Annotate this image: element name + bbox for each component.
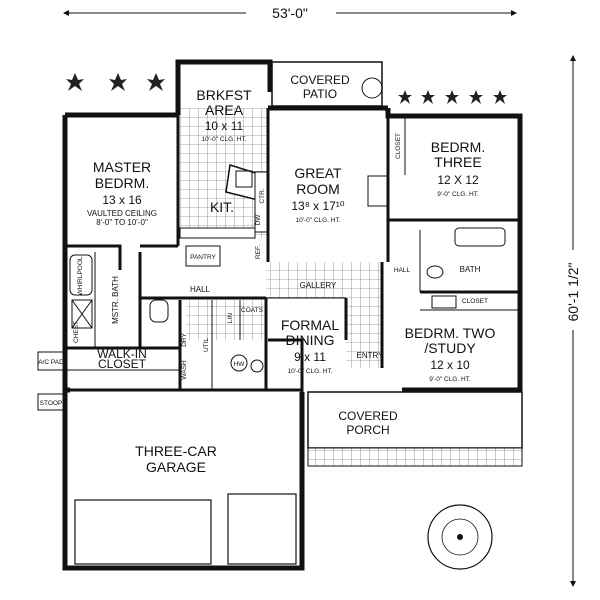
bedroom-two-name-1: BEDRM. TWO — [405, 325, 496, 341]
bedroom-three-size: 12 X 12 — [437, 173, 479, 187]
covered-patio — [271, 61, 383, 107]
hw-label: HW — [234, 361, 246, 368]
bedroom-three-labels: BEDRM. THREE 12 X 12 9'-0" CLG. HT. — [431, 139, 485, 198]
covered-porch — [307, 391, 523, 467]
entry-tile — [346, 298, 382, 368]
kitchen-fixtures — [179, 164, 268, 239]
util-label: UTIL — [203, 338, 210, 352]
patio-plant-icon — [361, 77, 383, 99]
garage-name-1: THREE-CAR — [135, 443, 217, 459]
ref-label: REF. — [255, 245, 262, 259]
kitchen-label: KIT. — [210, 199, 234, 215]
garage-doors — [74, 493, 297, 565]
bedroom-two-size: 12 x 10 — [430, 358, 470, 372]
width-label: 53'-0" — [272, 5, 308, 21]
master-bedroom-name-1: MASTER — [93, 159, 151, 175]
laundry-tile — [186, 300, 266, 340]
formal-dining-labels: FORMAL DINING 9 x 11 10'-0" CLG. HT. — [281, 317, 340, 375]
entry-label: ENTRY — [357, 351, 385, 360]
formal-dining-size: 9 x 11 — [294, 350, 326, 364]
great-room-size: 13⁸ x 17¹⁰ — [291, 199, 344, 213]
gallery-tile — [266, 262, 382, 298]
walkin-closet-labels: WALK-IN CLOSET — [97, 347, 147, 371]
whirlpool-label: WHIRLPOOL — [77, 256, 84, 295]
gallery-label: GALLERY — [300, 281, 337, 290]
stoop-label: STOOP — [40, 400, 63, 407]
washer-label: WASH — [181, 360, 188, 380]
bedroom-three-note: 9'-0" CLG. HT. — [437, 191, 479, 198]
bedroom-two-note: 9'-0" CLG. HT. — [429, 376, 471, 383]
formal-dining-name-2: DINING — [286, 332, 335, 348]
depth-label: 60'-1 1/2" — [565, 262, 581, 321]
bedroom-three-name-1: BEDRM. — [431, 139, 485, 155]
coats-label: COATS — [241, 307, 264, 314]
pantry-label: PANTRY — [190, 254, 216, 261]
ac-pad-label: A/C PAD — [38, 359, 64, 366]
water-heater-circle — [230, 354, 248, 372]
hvac-circle — [250, 359, 264, 373]
bath-label: BATH — [460, 265, 481, 274]
patio-labels: COVERED PATIO — [290, 73, 350, 101]
exterior-walls — [62, 59, 523, 571]
patio-name-1: COVERED — [290, 73, 350, 87]
closet-br3-label: CLOSET — [395, 133, 402, 159]
chest-label: CHEST — [73, 321, 80, 343]
breakfast-name-1: BRKFST — [196, 87, 252, 103]
bath-fixtures — [69, 227, 506, 329]
garage-name-2: GARAGE — [146, 459, 206, 475]
master-bedroom-labels: MASTER BEDRM. 13 x 16 VAULTED CEILING 8'… — [87, 159, 157, 227]
breakfast-labels: BRKFST AREA 10 x 11 10'-0" CLG. HT. — [196, 87, 252, 143]
walkin-name-1: WALK-IN — [97, 347, 147, 361]
hall-right-label: HALL — [394, 267, 411, 274]
dw-label: DW — [255, 214, 262, 226]
counter-label: CTR. — [259, 188, 266, 203]
stoop-box — [37, 393, 66, 411]
breakfast-name-2: AREA — [205, 102, 244, 118]
width-dimension: 53'-0" — [63, 5, 517, 21]
breakfast-note: 10'-0" CLG. HT. — [201, 136, 246, 143]
depth-dimension: 60'-1 1/2" — [565, 55, 581, 587]
lin-label: LIN — [227, 313, 234, 323]
great-room-note: 10'-0" CLG. HT. — [295, 217, 340, 224]
walkin-name-2: CLOSET — [98, 357, 147, 371]
bedroom-two-name-2: /STUDY — [424, 340, 476, 356]
master-bath-label: MSTR. BATH — [111, 276, 120, 324]
ac-pad-box — [37, 351, 66, 371]
master-bedroom-name-2: BEDRM. — [95, 175, 149, 191]
great-room-name-1: GREAT — [294, 165, 342, 181]
porch-labels: COVERED PORCH — [338, 409, 398, 437]
breakfast-size: 10 x 11 — [205, 119, 244, 133]
shrubs — [66, 73, 507, 104]
tree-icon — [427, 504, 493, 570]
formal-dining-name-1: FORMAL — [281, 317, 340, 333]
closet-br2-label: CLOSET — [462, 298, 488, 305]
garage-labels: THREE-CAR GARAGE — [135, 443, 217, 475]
formal-dining-note: 10'-0" CLG. HT. — [287, 368, 332, 375]
great-room-name-2: ROOM — [296, 181, 340, 197]
hall-left-label: HALL — [190, 285, 211, 294]
porch-name-2: PORCH — [346, 423, 389, 437]
dryer-label: DRY — [181, 333, 188, 347]
interior-walls — [65, 108, 520, 390]
master-bedroom-note-2: 8'-0" TO 10'-0" — [96, 218, 148, 227]
bedroom-three-name-2: THREE — [434, 154, 481, 170]
master-bedroom-size: 13 x 16 — [102, 193, 142, 207]
bedroom-two-labels: BEDRM. TWO /STUDY 12 x 10 9'-0" CLG. HT. — [405, 325, 496, 383]
master-bedroom-note-1: VAULTED CEILING — [87, 209, 157, 218]
porch-name-1: COVERED — [338, 409, 398, 423]
patio-name-2: PATIO — [303, 87, 337, 101]
great-room-labels: GREAT ROOM 13⁸ x 17¹⁰ 10'-0" CLG. HT. — [291, 165, 344, 224]
